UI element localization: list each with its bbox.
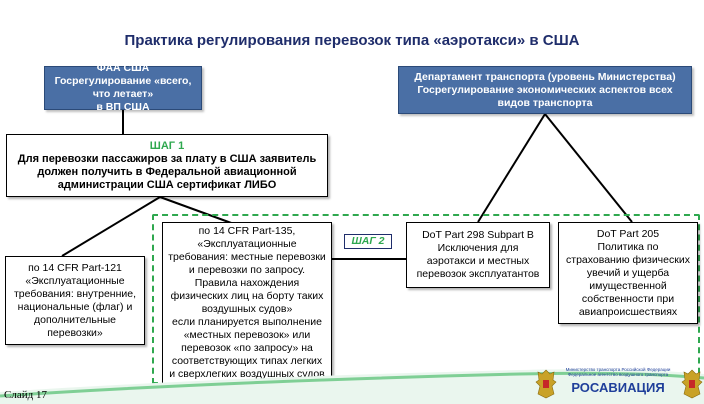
part298-box: DoT Part 298 Subpart B Исключения для аэ… bbox=[406, 222, 550, 288]
part135-box-line: перевозок «по запросу» на bbox=[181, 342, 313, 354]
dot-box-line: Департамент транспорта (уровень Министер… bbox=[414, 70, 676, 83]
footer-wave-decoration bbox=[0, 369, 704, 404]
part121-box-line: дополнительные bbox=[33, 313, 117, 326]
part135-box-line: «Эксплуатационные bbox=[197, 238, 297, 250]
step1-box-line: Для перевозки пассажиров за плату в США … bbox=[17, 152, 317, 165]
step1-box-line: должен получить в Федеральной авиационно… bbox=[37, 165, 297, 178]
logo-caption: Министерство транспорта Российской Федер… bbox=[558, 367, 678, 377]
part298-box-line: перевозок эксплуатантов bbox=[416, 268, 540, 280]
part205-box: DoT Part 205 Политика по страхованию физ… bbox=[558, 222, 698, 324]
part121-box-line: по 14 CFR Part-121 bbox=[28, 261, 122, 274]
part298-box-line: Исключения для bbox=[437, 242, 519, 254]
logo-caption-line: Министерство транспорта Российской Федер… bbox=[565, 367, 671, 372]
part135-box-line: и перевозки по запросу. bbox=[188, 264, 306, 276]
part135-box-line: требования: местные перевозки bbox=[168, 251, 326, 263]
line-dot-to-part298 bbox=[477, 113, 546, 223]
part298-box-line: аэротакси и местных bbox=[426, 255, 530, 267]
part135-box-line: и сверхлегких воздушных судов bbox=[169, 368, 325, 380]
rosaviation-logo-text: РОСАВИАЦИЯ bbox=[571, 380, 665, 395]
part135-box-line: Правила нахождения bbox=[194, 277, 300, 289]
faa-box-line: Госрегулирование «всего, что летает» bbox=[54, 75, 192, 100]
part135-box-line: «местных перевозок» или bbox=[183, 329, 311, 341]
part121-box-line: «Эксплуатационные bbox=[25, 274, 125, 287]
faa-box-line: в ВП США bbox=[96, 101, 150, 113]
step1-box-line: администрации США сертификат ЛИБО bbox=[57, 178, 277, 191]
part205-box-line: Политика по bbox=[597, 240, 659, 253]
step1-box: ШАГ 1 Для перевозки пассажиров за плату … bbox=[6, 134, 328, 197]
faa-box-line: ФАА США bbox=[96, 62, 150, 74]
part135-box-line: по 14 CFR Part-135, bbox=[198, 225, 296, 237]
step1-label: ШАГ 1 bbox=[149, 139, 185, 152]
dot-department-box: Департамент транспорта (уровень Министер… bbox=[398, 66, 692, 114]
part205-box-line: DoT Part 205 bbox=[596, 227, 660, 240]
part121-box-line: национальные (флаг) и bbox=[17, 300, 133, 313]
step2-label: ШАГ 2 bbox=[344, 234, 392, 249]
part135-box-line: воздушных судов» bbox=[201, 303, 293, 315]
eagle-emblem-icon bbox=[681, 369, 703, 399]
part205-box-line: имущественной bbox=[589, 279, 667, 292]
slide-number: Слайд 17 bbox=[4, 389, 47, 401]
part135-box-line: физических лиц на борту таких bbox=[170, 290, 324, 302]
dot-box-line: видов транспорта bbox=[497, 96, 593, 109]
part135-box-line: если планируется выполнение bbox=[172, 316, 322, 328]
part205-box-line: страхованию физических bbox=[566, 253, 690, 266]
part298-box-line: DoT Part 298 Subpart B bbox=[422, 229, 534, 241]
page-title: Практика регулирования перевозок типа «а… bbox=[124, 32, 580, 49]
line-dot-to-part205 bbox=[544, 113, 633, 223]
part205-box-line: увечий и ущерба bbox=[586, 266, 670, 279]
dot-box-line: Госрегулирование экономических аспектов … bbox=[417, 83, 673, 96]
part121-box: по 14 CFR Part-121 «Эксплуатационные тре… bbox=[5, 256, 145, 345]
faa-usa-box: ФАА США Госрегулирование «всего, что лет… bbox=[44, 62, 202, 113]
logo-caption-line: Федеральное агентство воздушного транспо… bbox=[567, 372, 669, 377]
part205-box-line: собственности при bbox=[581, 292, 675, 305]
russia-emblem-icon bbox=[535, 369, 557, 399]
part121-box-line: перевозки» bbox=[47, 326, 103, 339]
line-step1-to-part121 bbox=[61, 196, 161, 257]
part121-box-line: требования: внутренние, bbox=[13, 287, 137, 300]
part205-box-line: авиапроисшествиях bbox=[578, 305, 678, 318]
part135-box: по 14 CFR Part-135, «Эксплуатационные тр… bbox=[162, 222, 332, 384]
part135-box-line: соответствующих типах легких bbox=[171, 355, 323, 367]
